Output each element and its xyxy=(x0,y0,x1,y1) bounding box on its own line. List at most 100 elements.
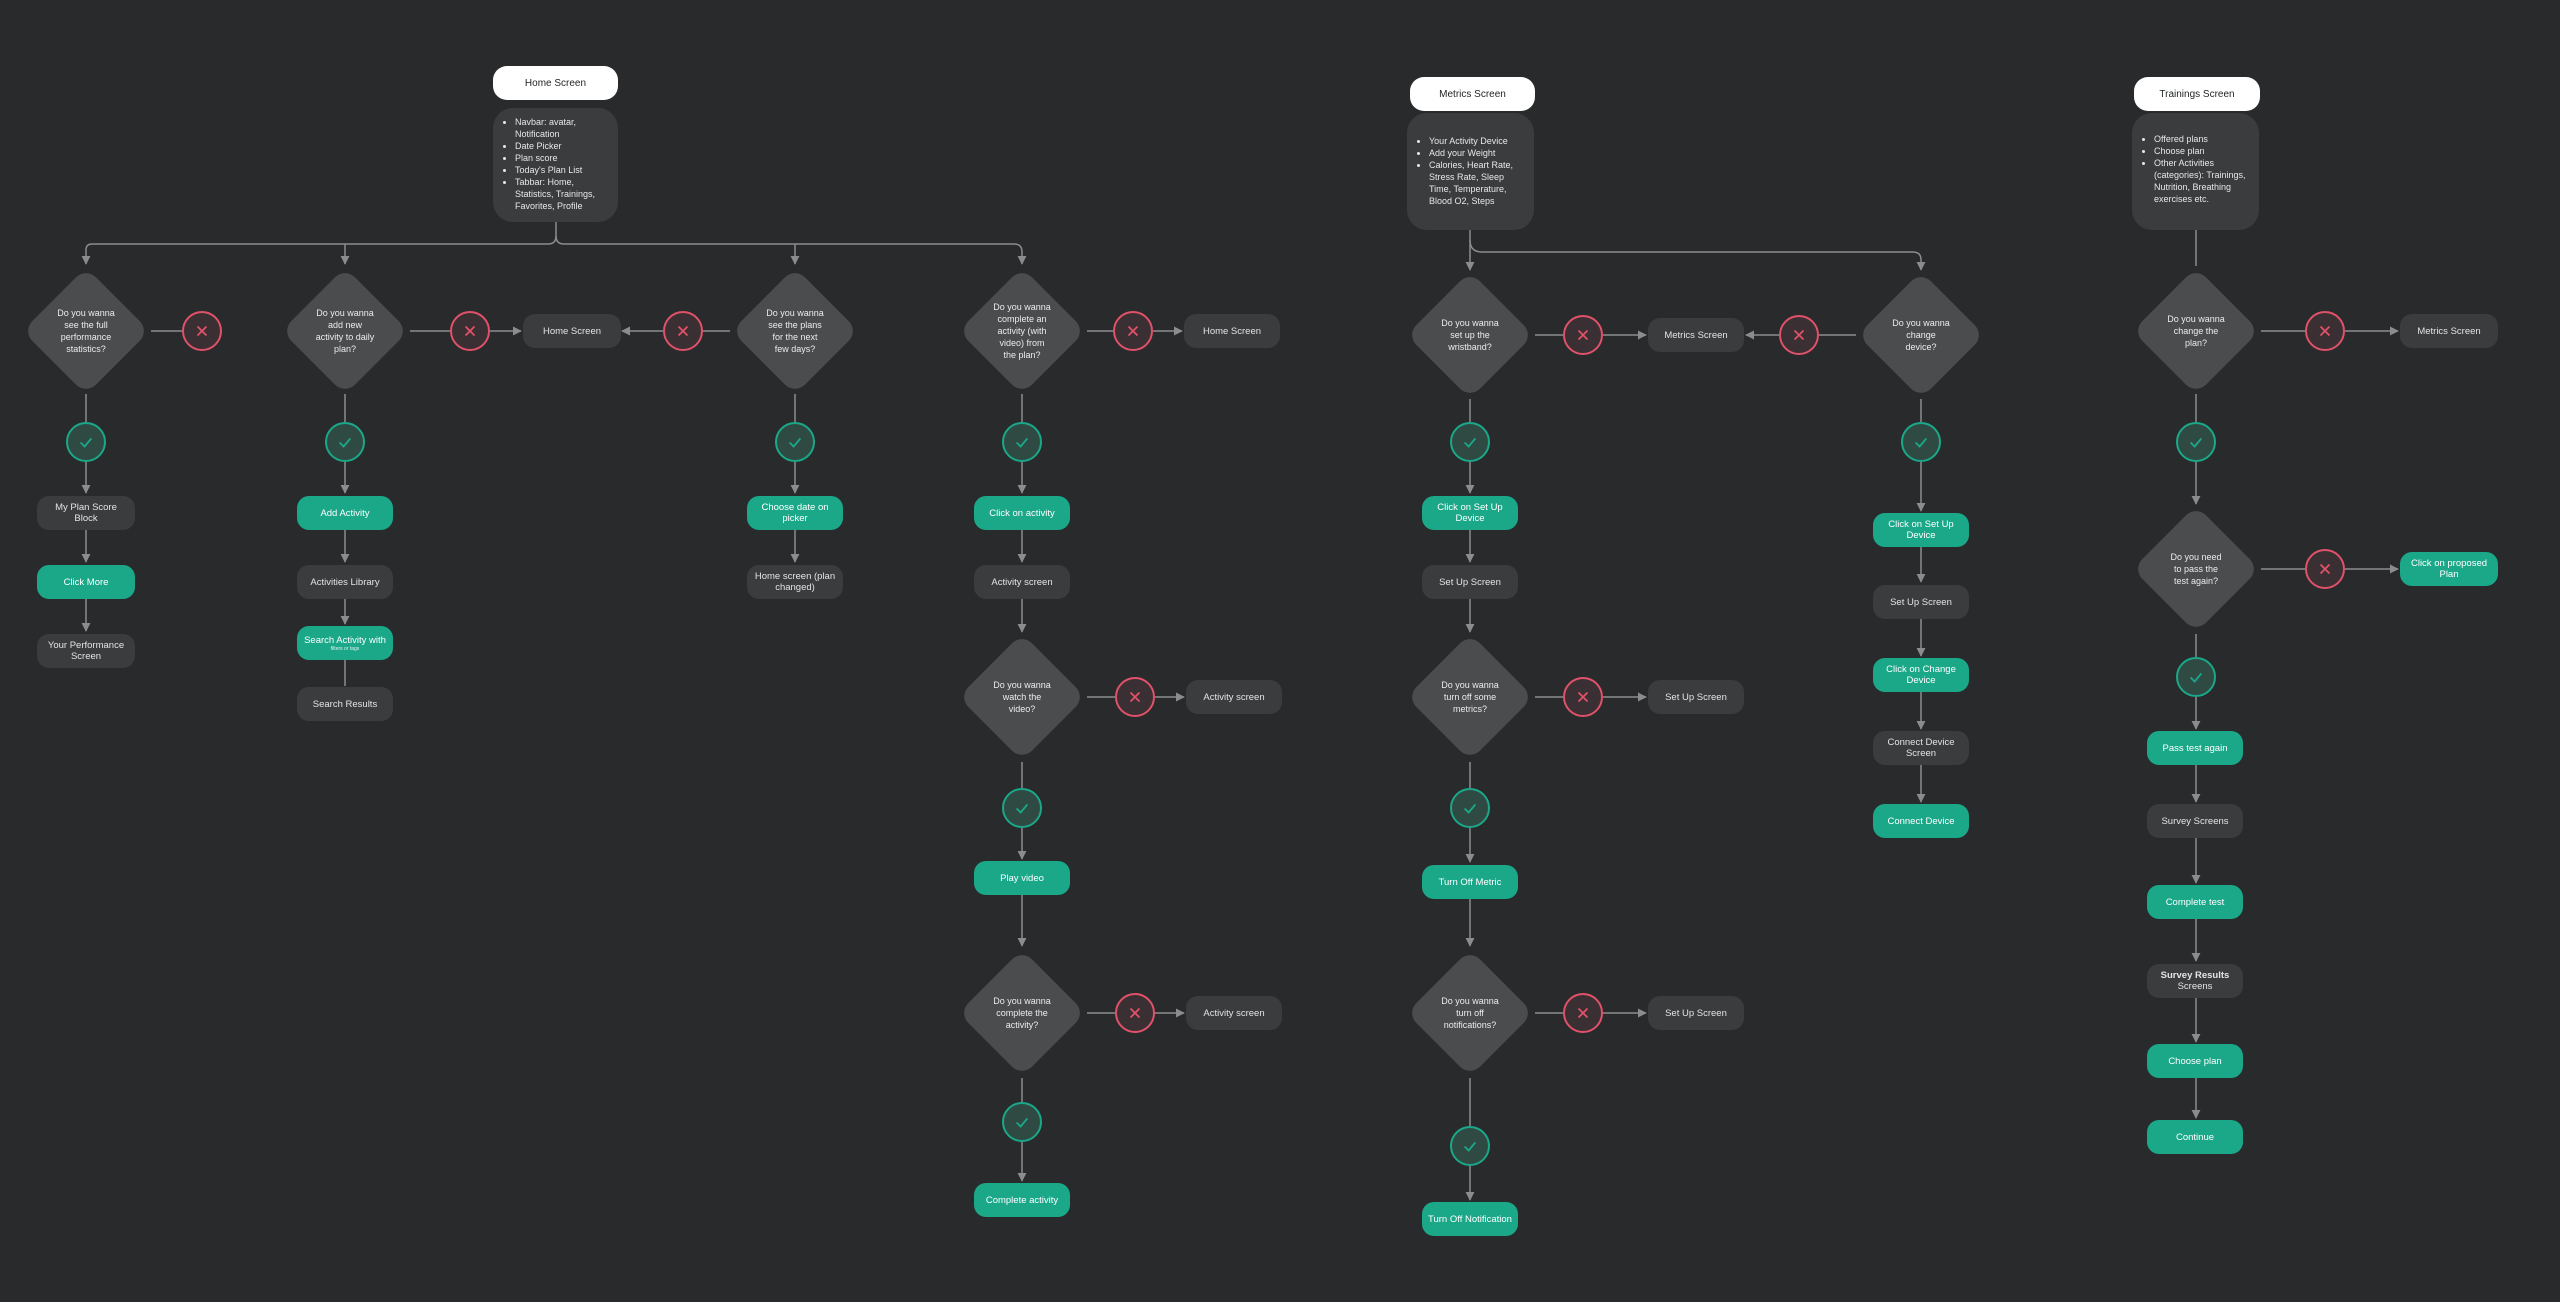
note-item: Tabbar: Home, Statistics, Trainings, Fav… xyxy=(515,176,608,212)
note-item: Date Picker xyxy=(515,140,608,152)
metrics-screen-result-2: Metrics Screen xyxy=(2400,314,2498,348)
close-icon xyxy=(1779,315,1819,355)
decision-label: Do you wanna turn off some metrics? xyxy=(1441,680,1499,714)
choose-date: Choose date on picker xyxy=(747,496,843,530)
check-icon xyxy=(1450,788,1490,828)
decision-label: Do you wanna set up the wristband? xyxy=(1441,318,1499,352)
home-screen-result-2: Home Screen xyxy=(1184,314,1280,348)
note-item: Offered plans xyxy=(2154,133,2249,145)
check-icon xyxy=(1002,788,1042,828)
decision-change-plan: Do you wanna change the plan? xyxy=(2132,267,2260,395)
decision-complete-activity: Do you wanna complete the activity? xyxy=(958,949,1086,1077)
home-screen-notes: Navbar: avatar, Notification Date Picker… xyxy=(493,108,618,222)
check-icon xyxy=(66,422,106,462)
check-icon xyxy=(2176,422,2216,462)
close-icon xyxy=(1115,677,1155,717)
connect-device: Connect Device xyxy=(1873,804,1969,838)
metrics-screen-title: Metrics Screen xyxy=(1410,77,1535,111)
decision-label: Do you wanna change device? xyxy=(1892,318,1950,352)
search-activity: Search Activity with filters or tags xyxy=(297,626,393,660)
home-plan-changed: Home screen (plan changed) xyxy=(747,565,843,599)
activity-screen-result: Activity screen xyxy=(1186,680,1282,714)
decision-pass-test: Do you need to pass the test again? xyxy=(2132,505,2260,633)
decision-see-plans: Do you wanna see the plans for the next … xyxy=(731,267,859,395)
close-icon xyxy=(2305,311,2345,351)
check-icon xyxy=(1901,422,1941,462)
search-activity-label: Search Activity with xyxy=(304,634,386,646)
decision-label: Do you wanna complete an activity (with … xyxy=(993,302,1051,360)
turn-off-notification: Turn Off Notification xyxy=(1422,1202,1518,1236)
home-screen-title: Home Screen xyxy=(493,66,618,100)
setup-screen-result-2: Set Up Screen xyxy=(1648,996,1744,1030)
check-icon xyxy=(1450,422,1490,462)
performance-screen: Your Performance Screen xyxy=(37,634,135,668)
decision-complete-video: Do you wanna complete an activity (with … xyxy=(958,267,1086,395)
connect-device-screen: Connect Device Screen xyxy=(1873,731,1969,765)
continue: Continue xyxy=(2147,1120,2243,1154)
check-icon xyxy=(1450,1126,1490,1166)
close-icon xyxy=(182,311,222,351)
check-icon xyxy=(2176,657,2216,697)
decision-watch-video: Do you wanna watch the video? xyxy=(958,633,1086,761)
play-video: Play video xyxy=(974,861,1070,895)
setup-screen: Set Up Screen xyxy=(1422,565,1518,599)
click-more: Click More xyxy=(37,565,135,599)
check-icon xyxy=(325,422,365,462)
check-icon xyxy=(1002,1102,1042,1142)
survey-results: Survey Results Screens xyxy=(2147,964,2243,998)
setup-screen-2: Set Up Screen xyxy=(1873,585,1969,619)
decision-label: Do you wanna watch the video? xyxy=(993,680,1051,714)
click-change-device: Click on Change Device xyxy=(1873,658,1969,692)
metrics-screen-result: Metrics Screen xyxy=(1648,318,1744,352)
note-item: Choose plan xyxy=(2154,145,2249,157)
note-item: Navbar: avatar, Notification xyxy=(515,116,608,140)
survey-screens: Survey Screens xyxy=(2147,804,2243,838)
add-activity: Add Activity xyxy=(297,496,393,530)
turn-off-metric: Turn Off Metric xyxy=(1422,865,1518,899)
metrics-screen-notes: Your Activity Device Add your Weight Cal… xyxy=(1407,113,1534,230)
decision-label: Do you need to pass the test again? xyxy=(2170,552,2222,586)
decision-full-stats: Do you wanna see the full performance st… xyxy=(22,267,150,395)
decision-change-device: Do you wanna change device? xyxy=(1857,271,1985,399)
click-setup-device-2: Click on Set Up Device xyxy=(1873,513,1969,547)
activity-screen: Activity screen xyxy=(974,565,1070,599)
close-icon xyxy=(2305,549,2345,589)
decision-label: Do you wanna complete the activity? xyxy=(993,996,1051,1030)
survey-results-label: Survey Results xyxy=(2160,970,2230,981)
plan-score-block: My Plan Score Block xyxy=(37,496,135,530)
survey-results-sublabel: Screens xyxy=(2177,981,2213,992)
decision-label: Do you wanna turn off notifications? xyxy=(1441,996,1499,1030)
complete-activity: Complete activity xyxy=(974,1183,1070,1217)
check-icon xyxy=(775,422,815,462)
note-item: Other Activities (categories): Trainings… xyxy=(2154,157,2249,205)
close-icon xyxy=(1563,993,1603,1033)
note-item: Calories, Heart Rate, Stress Rate, Sleep… xyxy=(1429,159,1524,207)
complete-test: Complete test xyxy=(2147,885,2243,919)
home-screen-result: Home Screen xyxy=(523,314,621,348)
decision-add-activity: Do you wanna add new activity to daily p… xyxy=(281,267,409,395)
decision-label: Do you wanna see the full performance st… xyxy=(57,308,115,354)
close-icon xyxy=(450,311,490,351)
click-proposed-plan: Click on proposed Plan xyxy=(2400,552,2498,586)
pass-test-again: Pass test again xyxy=(2147,731,2243,765)
decision-wristband: Do you wanna set up the wristband? xyxy=(1406,271,1534,399)
note-item: Today's Plan List xyxy=(515,164,608,176)
check-icon xyxy=(1002,422,1042,462)
note-item: Plan score xyxy=(515,152,608,164)
choose-plan: Choose plan xyxy=(2147,1044,2243,1078)
activities-library: Activities Library xyxy=(297,565,393,599)
close-icon xyxy=(1563,677,1603,717)
decision-turn-off-metrics: Do you wanna turn off some metrics? xyxy=(1406,633,1534,761)
close-icon xyxy=(1115,993,1155,1033)
close-icon xyxy=(1563,315,1603,355)
click-setup-device: Click on Set Up Device xyxy=(1422,496,1518,530)
close-icon xyxy=(1113,311,1153,351)
setup-screen-result: Set Up Screen xyxy=(1648,680,1744,714)
decision-label: Do you wanna see the plans for the next … xyxy=(766,308,824,354)
click-activity: Click on activity xyxy=(974,496,1070,530)
search-activity-sublabel: filters or tags xyxy=(330,645,360,652)
note-item: Add your Weight xyxy=(1429,147,1524,159)
trainings-screen-notes: Offered plans Choose plan Other Activiti… xyxy=(2132,113,2259,230)
decision-label: Do you wanna add new activity to daily p… xyxy=(315,308,375,354)
